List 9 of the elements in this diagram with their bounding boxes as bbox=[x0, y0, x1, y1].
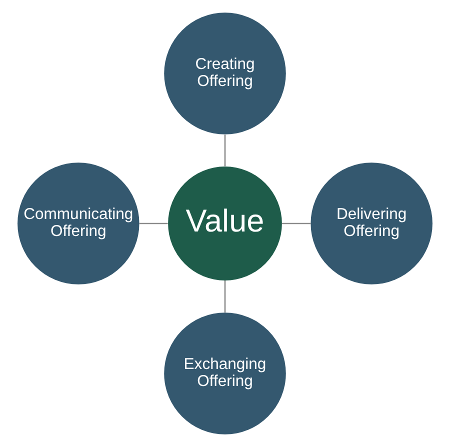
connector bbox=[224, 134, 226, 166]
connector bbox=[282, 222, 311, 224]
connector bbox=[224, 280, 226, 312]
node-circle: Creating Offering bbox=[164, 12, 286, 134]
node-circle: Value bbox=[168, 166, 282, 280]
node-circle: Communicating Offering bbox=[18, 162, 140, 284]
node-circle: Exchanging Offering bbox=[164, 312, 286, 434]
node-circle: Delivering Offering bbox=[310, 162, 432, 284]
connector bbox=[139, 222, 168, 224]
